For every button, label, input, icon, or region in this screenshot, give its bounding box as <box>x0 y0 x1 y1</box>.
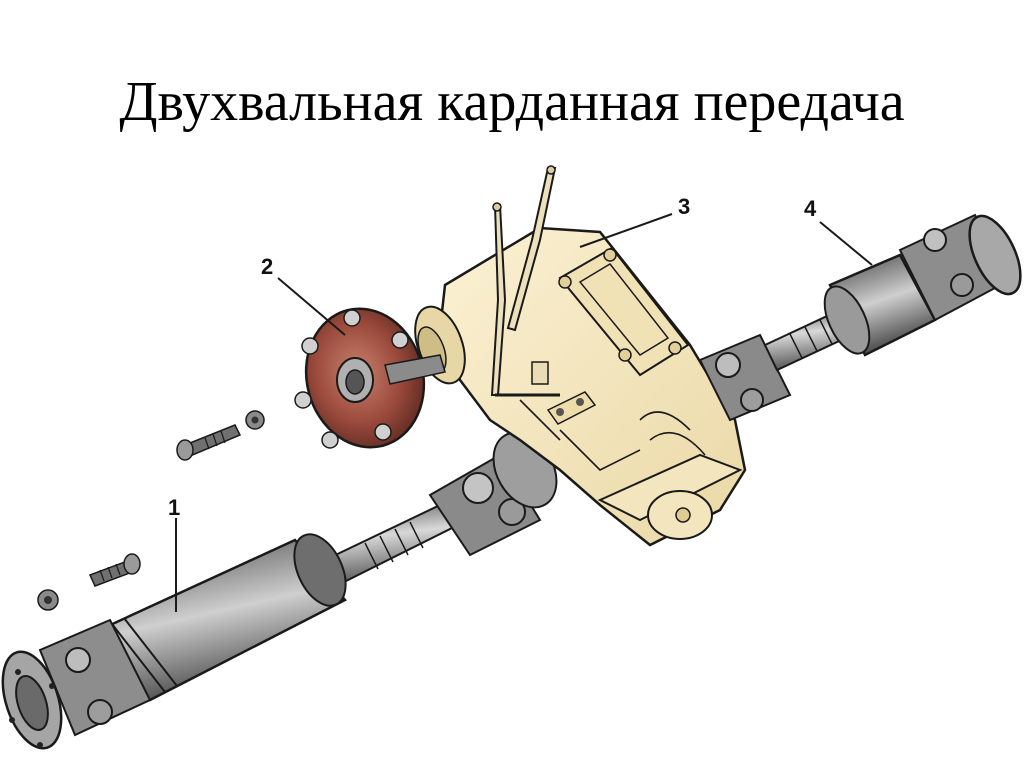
callout-4: 4 <box>804 196 817 221</box>
shaft-4 <box>698 213 1022 422</box>
shaft-1 <box>1 503 454 750</box>
callout-2: 2 <box>261 254 274 279</box>
leader-lines <box>175 213 873 612</box>
slide-title: Двухвальная карданная передача <box>119 71 905 133</box>
cardan-drive-illustration: 1 2 3 4 <box>0 150 1024 767</box>
elastic-coupling-2 <box>294 307 446 449</box>
callout-3: 3 <box>678 194 691 219</box>
housing-3 <box>414 165 747 547</box>
fasteners <box>37 410 265 611</box>
callout-1: 1 <box>168 495 181 520</box>
